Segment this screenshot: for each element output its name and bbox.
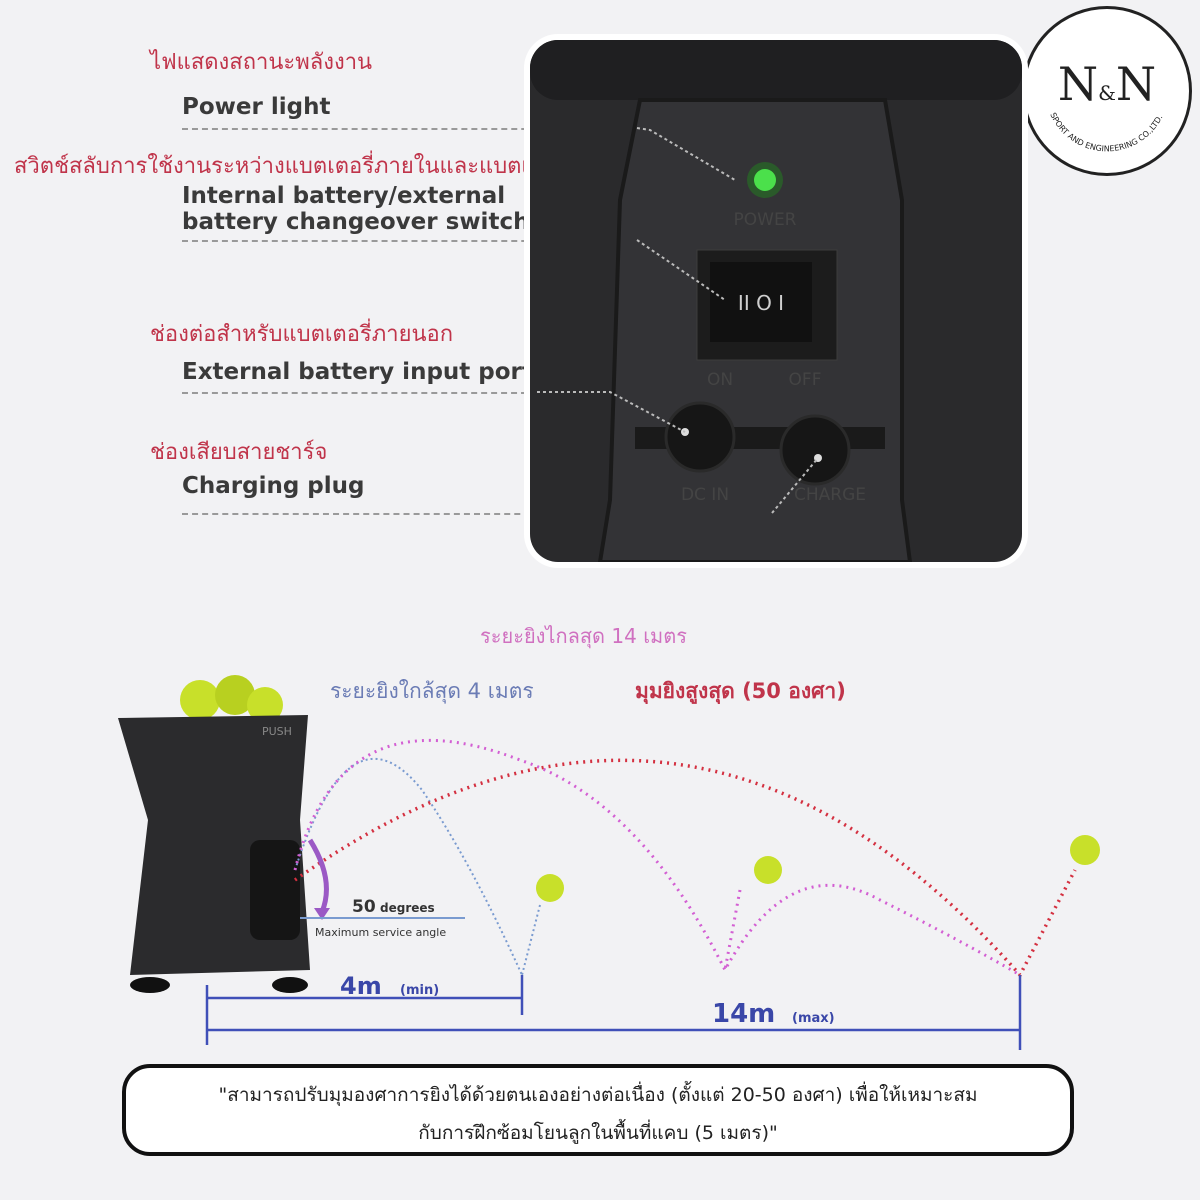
- power-label: POWER: [734, 210, 797, 230]
- charge-label: CHARGE: [794, 485, 866, 505]
- min-distance-label: 4m: [340, 972, 382, 1000]
- callout-en-switch-line1: Internal battery/external: [182, 183, 506, 209]
- max-distance-bar: [207, 975, 1022, 1050]
- logo-letter: N: [1057, 57, 1099, 111]
- angle-arc: [307, 838, 329, 913]
- callout-thai-ext-port: ช่องต่อสำหรับแบตเตอรี่ภายนอก: [150, 322, 454, 347]
- callout-en-ext-port: External battery input port: [182, 359, 533, 385]
- device-control-panel: POWER II O I ON OFF DC IN CHARGE: [530, 40, 1022, 564]
- changeover-switch: [710, 262, 812, 342]
- ball-machine: PUSH: [118, 675, 310, 993]
- angle-caption: Maximum service angle: [315, 926, 446, 939]
- brand-logo: N&N SPORT AND ENGINEERING CO.,LTD.: [1022, 6, 1192, 176]
- callout-en-charging: Charging plug: [182, 473, 365, 499]
- trajectory-diagram: PUSH 50 degrees Maximum service angle 4m…: [118, 675, 1100, 1050]
- max-angle-trajectory: [293, 758, 1077, 979]
- max-angle-heading: มุมยิงสูงสุด (50 องศา): [635, 679, 846, 703]
- switch-symbols: II O I: [738, 291, 784, 315]
- angle-value: 50: [352, 897, 376, 917]
- charge-port: [779, 414, 851, 486]
- caption-box: "สามารถปรับมุมองศาการยิงได้ด้วยตนเองอย่า…: [122, 1064, 1074, 1156]
- ball-icon: [1070, 835, 1100, 865]
- logo-ring-text: SPORT AND ENGINEERING CO.,LTD.: [1048, 111, 1164, 153]
- min-tag: (min): [400, 983, 439, 998]
- off-label: OFF: [789, 370, 822, 390]
- caption-line-1: "สามารถปรับมุมองศาการยิงได้ด้วยตนเองอย่า…: [218, 1084, 978, 1106]
- leader-line: [182, 392, 537, 394]
- caption-line-2: กับการฝึกซ้อมโยนลูกในพื้นที่แคบ (5 เมตร)…: [418, 1122, 778, 1144]
- on-label: ON: [707, 370, 733, 390]
- dc-in-port: [664, 401, 736, 473]
- max-range-heading: ระยะยิงไกลสุด 14 เมตร: [480, 624, 687, 648]
- leader-line: [182, 513, 772, 515]
- ball-icon: [754, 856, 782, 884]
- min-range-trajectory: [294, 758, 523, 976]
- max-distance-label: 14m: [712, 999, 775, 1029]
- leader-line: [182, 240, 637, 242]
- panel-illustration: POWER II O I ON OFF DC IN CHARGE: [530, 40, 1022, 564]
- angle-unit: degrees: [380, 901, 435, 915]
- ball-icon: [536, 874, 564, 902]
- svg-text:PUSH: PUSH: [262, 725, 292, 738]
- min-range-heading: ระยะยิงใกล้สุด 4 เมตร: [330, 679, 534, 703]
- leader-line: [182, 128, 637, 130]
- callout-thai-power-light: ไฟแสดงสถานะพลังงาน: [150, 50, 373, 75]
- callout-en-power-light: Power light: [182, 94, 331, 120]
- callout-thai-charging: ช่องเสียบสายชาร์จ: [150, 440, 328, 465]
- max-range-trajectory: [293, 738, 1021, 977]
- power-indicator-led: [754, 169, 776, 191]
- min-distance-bar: [205, 975, 524, 1045]
- dc-in-label: DC IN: [681, 485, 729, 505]
- max-tag: (max): [792, 1011, 835, 1026]
- logo-letter: N: [1115, 57, 1157, 111]
- callout-en-switch-line2: battery changeover switch: [182, 209, 530, 235]
- logo-ampersand: &: [1098, 81, 1116, 105]
